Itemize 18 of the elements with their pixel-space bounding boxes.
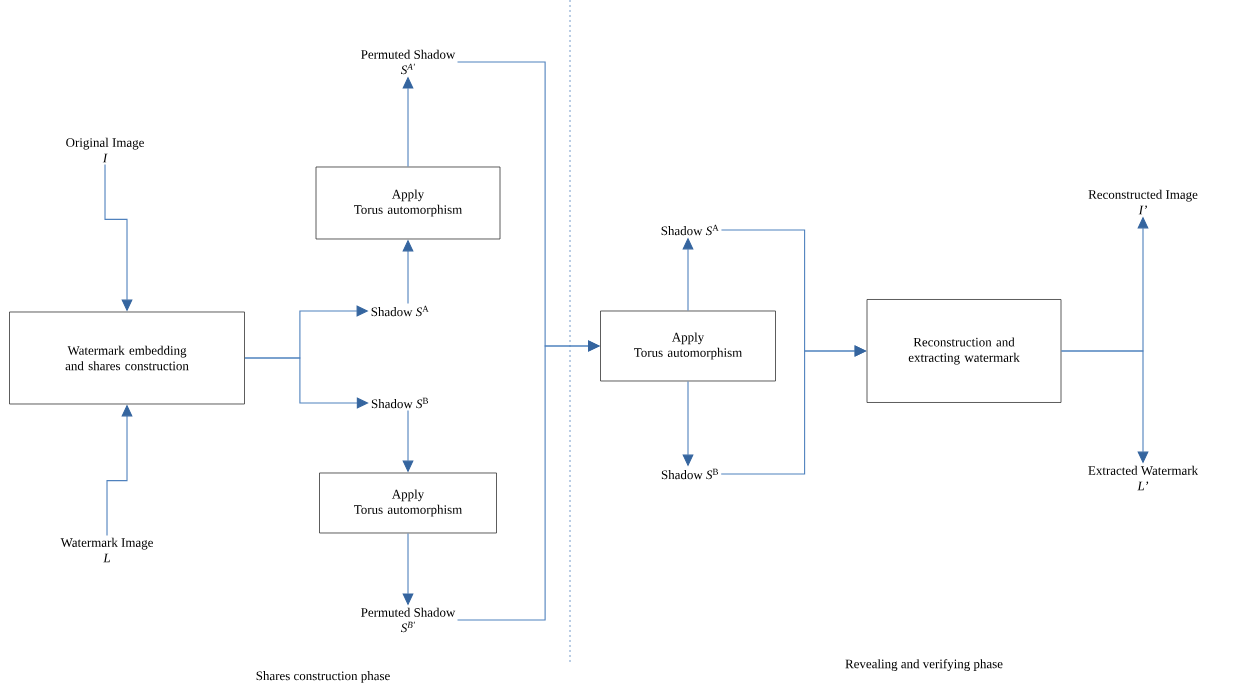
phase-label: Revealing and verifying phase <box>845 659 1003 671</box>
image-label: Reconstructed Image I’ <box>1088 189 1198 215</box>
image-label: Extracted Watermark L’ <box>1088 465 1199 491</box>
image-label: Permuted Shadow S$^{B'}$ <box>361 607 456 633</box>
process-box: Watermark embedding and shares construction <box>9 311 245 405</box>
shadow-label: Shadow S$^{B}$ <box>661 468 719 480</box>
process-box: Apply Torus automorphism <box>600 310 776 382</box>
image-label: Original Image I <box>66 137 144 163</box>
shadow-label: Shadow S$^{B}$ <box>371 397 429 409</box>
process-box: Apply Torus automorphism <box>319 472 497 534</box>
image-label: Permuted Shadow S$^{A'}$ <box>361 49 456 75</box>
shadow-label: Shadow S$^{A}$ <box>661 224 719 236</box>
phase-label: Shares construction phase <box>256 671 390 683</box>
image-label: Watermark Image L <box>60 537 153 563</box>
arrow <box>244 357 369 409</box>
process-box: Apply Torus automorphism <box>315 166 501 240</box>
shadow-label: Shadow S$^{A}$ <box>371 305 429 317</box>
process-box: Reconstruction and extracting watermark <box>866 299 1062 403</box>
